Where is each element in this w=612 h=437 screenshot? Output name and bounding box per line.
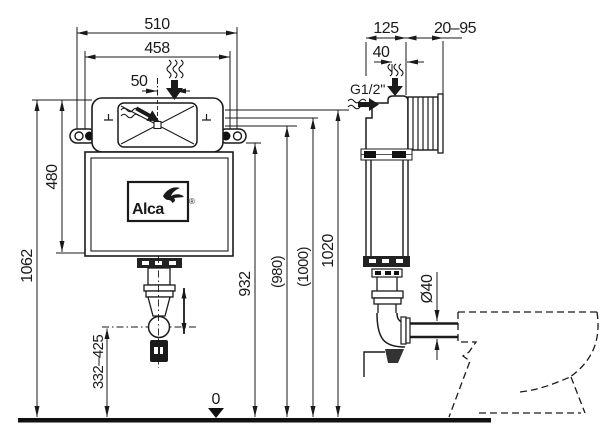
- dim-458: 458: [144, 40, 170, 57]
- dim-125: 125: [373, 20, 399, 37]
- inlet-arrow: [135, 106, 159, 121]
- logo-registered: ®: [189, 197, 195, 206]
- alca-logo: Alca ®: [126, 180, 195, 223]
- side-vent-waves: [387, 63, 404, 77]
- dim-40: 40: [373, 44, 390, 61]
- side-tank: [365, 160, 409, 256]
- pipe-clamp: [385, 349, 404, 363]
- dim-480: 480: [44, 164, 61, 190]
- front-view: Alca ®: [69, 59, 247, 368]
- labels: 510 458 50 125 20–95 40 G1/2" 480 1062 3…: [19, 16, 477, 408]
- fastener-mark-left: [104, 114, 113, 121]
- fastener-mark-right: [202, 114, 211, 121]
- supply-arrow: [358, 98, 379, 111]
- dimension-lines: [34, 30, 462, 417]
- dim-20-95: 20–95: [434, 20, 477, 37]
- mounting-ear-left: [69, 128, 97, 144]
- dim-332-425: 332–425: [90, 335, 107, 389]
- ribbed-cover: [407, 93, 444, 154]
- dim-1062: 1062: [19, 249, 36, 283]
- dim-50: 50: [131, 73, 148, 90]
- dim-1020: 1020: [320, 234, 337, 268]
- label-zero: 0: [212, 391, 221, 408]
- toilet-outline: [448, 311, 599, 418]
- dim-dia40: Ø40: [419, 274, 436, 303]
- flush-arrow-down: [166, 80, 183, 100]
- dim-1000: (1000): [295, 247, 312, 287]
- label-g12: G1/2": [350, 81, 385, 97]
- connection-pipe: [410, 322, 458, 339]
- bracket-band: [360, 148, 413, 161]
- logo-text: Alca: [132, 201, 164, 218]
- zero-marker: [208, 408, 224, 418]
- dim-510: 510: [144, 16, 170, 33]
- water-waves: [120, 107, 140, 119]
- dim-980: (980): [269, 255, 286, 288]
- dim-932: 932: [237, 271, 254, 297]
- side-view: [347, 63, 458, 377]
- floor-line: [18, 408, 491, 423]
- ball-joint: [147, 315, 171, 339]
- side-flush-arrow: [387, 78, 403, 96]
- bird-icon: [163, 187, 184, 203]
- front-outlet-assembly: [137, 256, 182, 368]
- vent-waves: [166, 59, 184, 79]
- support-bracket: [363, 351, 385, 377]
- side-outlet-assembly: [363, 256, 411, 377]
